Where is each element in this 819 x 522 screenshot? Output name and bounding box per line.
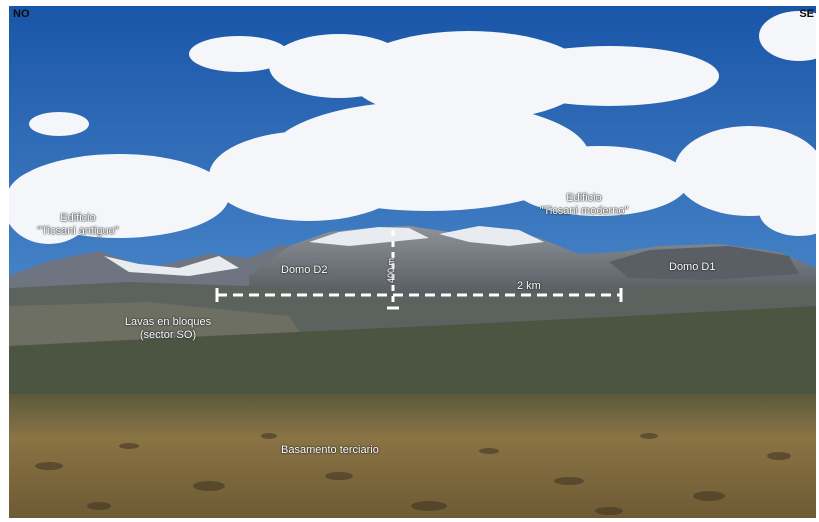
label-domo-d2: Domo D2 bbox=[281, 264, 328, 276]
label-edificio-antiguo-line2: "Ticsani antiguo" bbox=[37, 225, 119, 237]
label-lavas: Lavas en bloques (sector SO) bbox=[113, 316, 223, 342]
label-edificio-antiguo: Edificio "Ticsani antiguo" bbox=[23, 212, 133, 238]
edifice-main bbox=[249, 226, 816, 306]
volcano-photo: NO SE Edificio "Ticsani antiguo" Edifici… bbox=[9, 6, 816, 518]
dome-d1 bbox=[609, 246, 799, 280]
landscape-illustration bbox=[9, 6, 816, 518]
label-edificio-antiguo-line1: Edificio bbox=[60, 212, 96, 224]
ground bbox=[9, 394, 816, 518]
scale-vertical-label: 400 m bbox=[386, 257, 396, 283]
label-lavas-line1: Lavas en bloques bbox=[124, 316, 212, 328]
label-basamento: Basamento terciario bbox=[281, 444, 379, 456]
corner-label-nw: NO bbox=[13, 8, 30, 20]
label-lavas-line2: (sector SO) bbox=[139, 329, 197, 341]
label-edificio-moderno-line1: Edificio bbox=[566, 192, 602, 204]
corner-label-se: SE bbox=[799, 8, 814, 20]
scale-horizontal-label: 2 km bbox=[517, 280, 541, 292]
horizontal-scale-bar bbox=[215, 288, 623, 302]
clouds bbox=[9, 11, 816, 244]
foothills bbox=[9, 306, 816, 406]
label-domo-d1: Domo D1 bbox=[669, 261, 716, 273]
ground-texture bbox=[35, 433, 791, 515]
label-edificio-moderno-line2: "Ticsani moderno" bbox=[539, 205, 629, 217]
label-edificio-moderno: Edificio "Ticsani moderno" bbox=[529, 192, 639, 218]
snow bbox=[104, 226, 544, 276]
vertical-scale-bar bbox=[387, 230, 399, 310]
